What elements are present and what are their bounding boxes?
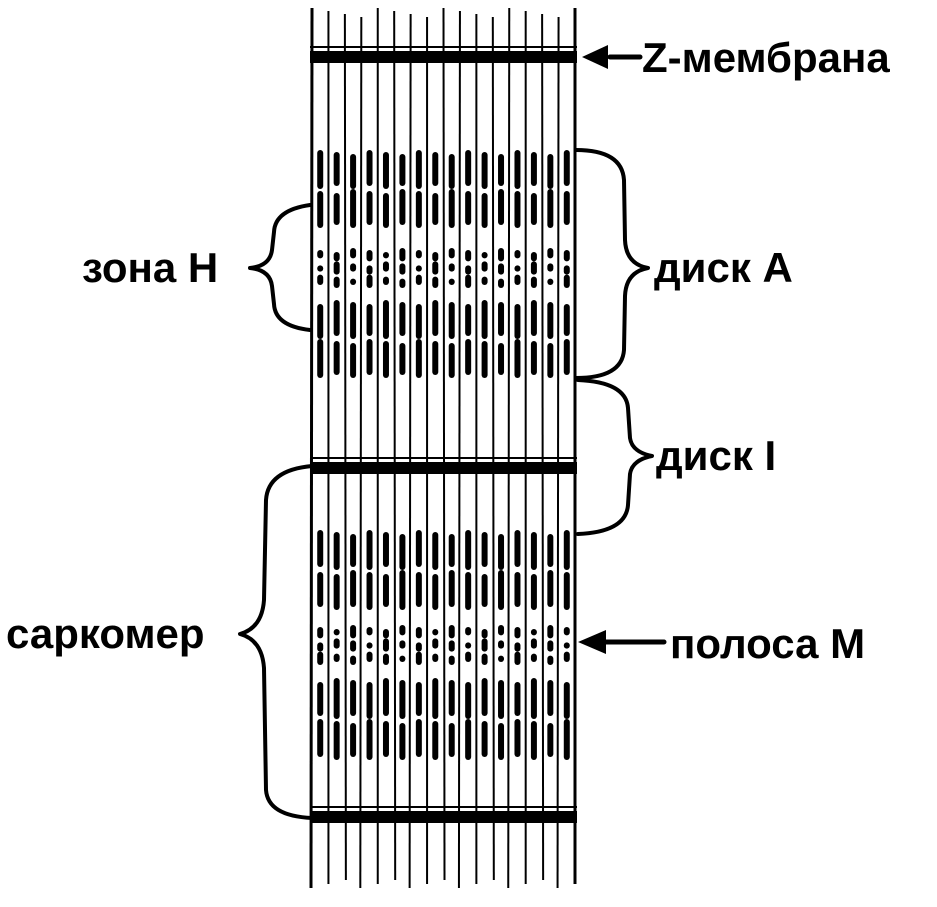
sarcomere-brace <box>238 464 314 820</box>
thin-filament <box>507 7 511 889</box>
myofibril-illustration <box>309 7 577 889</box>
disc-a-brace <box>574 148 650 380</box>
thin-filaments <box>309 7 577 889</box>
sarcomere-label: саркомер <box>6 610 205 657</box>
thin-filament <box>556 16 560 889</box>
z-line <box>310 811 577 823</box>
m-band-label: полоса М <box>670 620 865 667</box>
m-band-pointer <box>578 630 667 654</box>
thin-filament <box>491 16 495 881</box>
disc-a-label: диск А <box>654 244 793 291</box>
thin-filament <box>343 13 347 881</box>
thin-filament <box>309 7 314 889</box>
z-line <box>310 462 577 474</box>
thin-filament <box>541 13 545 881</box>
thin-filament <box>442 7 446 881</box>
thick-filaments <box>317 150 570 760</box>
h-zone-label: зона H <box>82 244 218 291</box>
thin-filament <box>359 16 363 889</box>
thin-filament <box>393 10 397 881</box>
disc-i-brace <box>576 378 654 536</box>
z-line <box>310 51 577 63</box>
z-membrane-label: Z-мембрана <box>642 34 890 81</box>
z-lines <box>310 46 577 823</box>
h-zone-brace <box>248 203 312 332</box>
thin-filament <box>457 10 461 889</box>
z-membrane-pointer <box>582 45 643 69</box>
disc-i-label: диск I <box>656 432 776 479</box>
thin-filament <box>408 13 412 889</box>
